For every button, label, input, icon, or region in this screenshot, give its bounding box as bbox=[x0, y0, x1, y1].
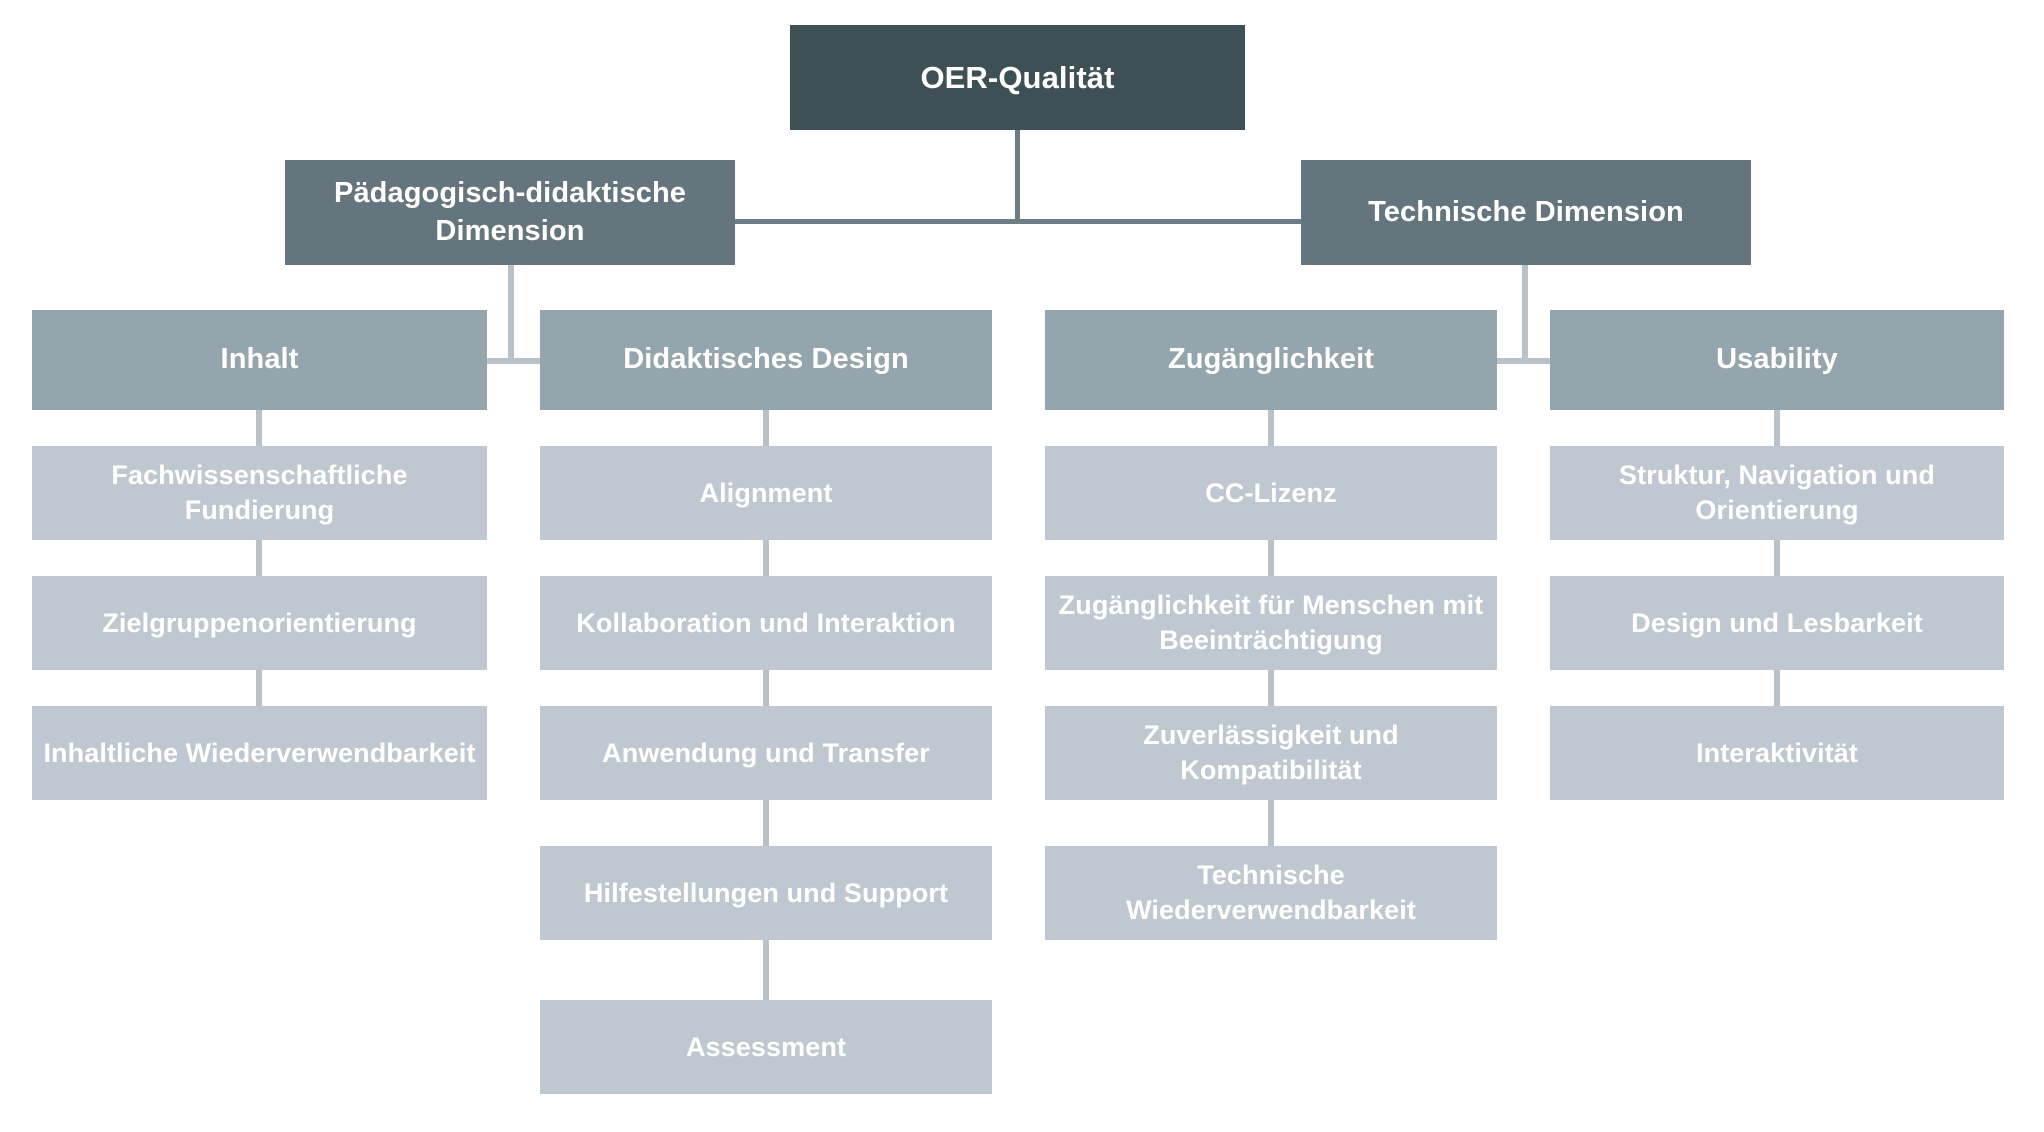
node-technische-dimension[interactable]: Technische Dimension bbox=[1301, 160, 1751, 265]
node-label: Technische Wiederverwendbarkeit bbox=[1126, 860, 1416, 925]
node-label: Technische Dimension bbox=[1368, 195, 1684, 228]
node-fachwissenschaftliche-fundierung[interactable]: Fachwissenschaftliche Fundierung bbox=[32, 446, 487, 540]
node-label: Hilfestellungen und Support bbox=[583, 877, 949, 908]
node-zuverlaessigkeit-und-kompatibilitaet[interactable]: Zuverlässigkeit und Kompatibilität bbox=[1045, 706, 1497, 800]
node-label: Design und Lesbarkeit bbox=[1631, 607, 1923, 638]
node-anwendung-und-transfer[interactable]: Anwendung und Transfer bbox=[540, 706, 992, 800]
node-zugaenglichkeit-fuer-menschen-mit-beeintraechtigung[interactable]: Zugänglichkeit für Menschen mit Beeinträ… bbox=[1045, 576, 1497, 670]
node-label: Usability bbox=[1716, 343, 1838, 376]
node-alignment[interactable]: Alignment bbox=[540, 446, 992, 540]
connector-right-dimension-vertical bbox=[1522, 265, 1528, 361]
node-label: Anwendung und Transfer bbox=[602, 737, 930, 768]
node-label: Zugänglichkeit bbox=[1167, 343, 1375, 376]
node-label: CC-Lizenz bbox=[1205, 477, 1337, 508]
node-design-und-lesbarkeit[interactable]: Design und Lesbarkeit bbox=[1550, 576, 2004, 670]
node-inhaltliche-wiederverwendbarkeit[interactable]: Inhaltliche Wiederverwendbarkeit bbox=[32, 706, 487, 800]
node-zielgruppenorientierung[interactable]: Zielgruppenorientierung bbox=[32, 576, 487, 670]
node-oer-qualitaet[interactable]: OER-Qualität bbox=[790, 25, 1245, 130]
node-label: Interaktivität bbox=[1696, 737, 1858, 768]
node-technische-wiederverwendbarkeit[interactable]: Technische Wiederverwendbarkeit bbox=[1045, 846, 1497, 940]
node-label: Zielgruppenorientierung bbox=[102, 607, 417, 638]
node-interaktivitaet[interactable]: Interaktivität bbox=[1550, 706, 2004, 800]
node-label: Inhalt bbox=[220, 343, 299, 376]
node-label: Zuverlässigkeit und Kompatibilität bbox=[1143, 720, 1399, 785]
node-label: Pädagogisch-didaktische Dimension bbox=[334, 177, 686, 247]
node-didaktisches-design[interactable]: Didaktisches Design bbox=[540, 310, 992, 410]
node-label: Zugänglichkeit für Menschen mit Beeinträ… bbox=[1058, 590, 1484, 655]
node-struktur-navigation-und-orientierung[interactable]: Struktur, Navigation und Orientierung bbox=[1550, 446, 2004, 540]
node-label: Fachwissenschaftliche Fundierung bbox=[111, 460, 408, 525]
node-label: Inhaltliche Wiederverwendbarkeit bbox=[43, 737, 476, 768]
node-label: OER-Qualität bbox=[920, 59, 1115, 95]
node-label: Alignment bbox=[699, 477, 833, 508]
node-assessment[interactable]: Assessment bbox=[540, 1000, 992, 1094]
node-hilfestellungen-und-support[interactable]: Hilfestellungen und Support bbox=[540, 846, 992, 940]
node-zugaenglichkeit[interactable]: Zugänglichkeit bbox=[1045, 310, 1497, 410]
node-label: Kollaboration und Interaktion bbox=[576, 607, 956, 638]
node-label: Assessment bbox=[685, 1031, 847, 1062]
connector-right-categories-horizontal bbox=[1497, 358, 1553, 364]
node-paedagogisch-didaktische-dimension[interactable]: Pädagogisch-didaktische Dimension bbox=[285, 160, 735, 265]
node-label: Didaktisches Design bbox=[623, 343, 909, 376]
node-label: Struktur, Navigation und Orientierung bbox=[1619, 460, 1935, 525]
node-inhalt[interactable]: Inhalt bbox=[32, 310, 487, 410]
node-cc-lizenz[interactable]: CC-Lizenz bbox=[1045, 446, 1497, 540]
connector-left-categories-horizontal bbox=[487, 358, 543, 364]
node-kollaboration-und-interaktion[interactable]: Kollaboration und Interaktion bbox=[540, 576, 992, 670]
connector-left-dimension-vertical bbox=[508, 265, 514, 361]
node-usability[interactable]: Usability bbox=[1550, 310, 2004, 410]
connector-dimension-horizontal bbox=[735, 219, 1301, 224]
connector-root-vertical bbox=[1015, 130, 1020, 222]
